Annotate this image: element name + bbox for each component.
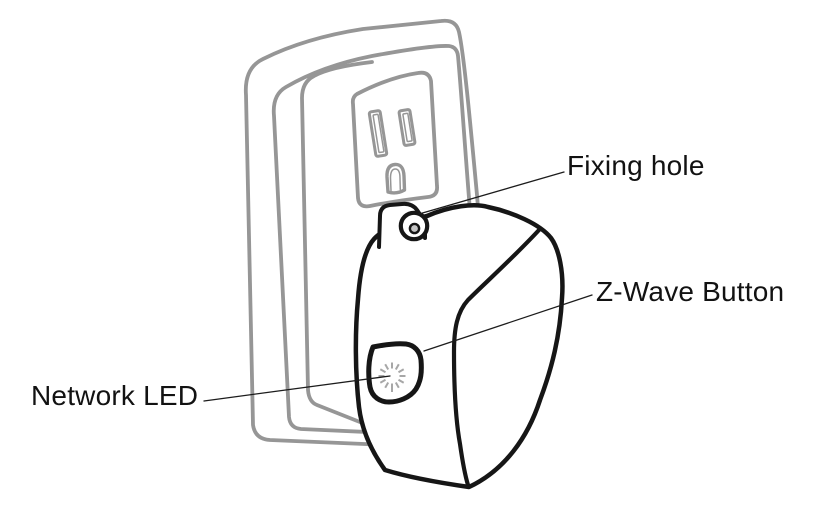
wall-plate-panel-outline — [300, 60, 377, 430]
led-ray — [398, 378, 405, 384]
plug-in-device — [353, 201, 565, 490]
socket-slot-right-inner — [402, 112, 413, 143]
device-body — [353, 203, 565, 490]
led-ray — [384, 363, 390, 370]
socket-ground-hole-inner — [389, 168, 402, 192]
leader-line-z-wave-button — [423, 294, 593, 352]
led-ray — [379, 368, 386, 374]
label-fixing-hole: Fixing hole — [567, 150, 705, 181]
led-ray — [394, 382, 400, 389]
fixing-hole-center — [408, 222, 421, 235]
leader-lines — [203, 171, 593, 402]
outlet-socket — [350, 70, 439, 209]
leader-line-fixing-hole — [418, 171, 565, 215]
leader-line-network-led — [203, 375, 391, 402]
device-face-edge — [451, 227, 542, 488]
label-network-led: Network LED — [31, 380, 199, 411]
z-wave-button-shape — [366, 341, 424, 405]
led-ray — [379, 378, 386, 384]
network-led-starburst — [378, 362, 406, 392]
led-ray — [384, 382, 390, 389]
label-z-wave-button: Z-Wave Button — [596, 276, 785, 307]
socket-slot-left-inner — [372, 113, 385, 154]
socket-face — [350, 70, 439, 209]
led-ray — [398, 368, 405, 374]
led-ray — [394, 363, 400, 370]
